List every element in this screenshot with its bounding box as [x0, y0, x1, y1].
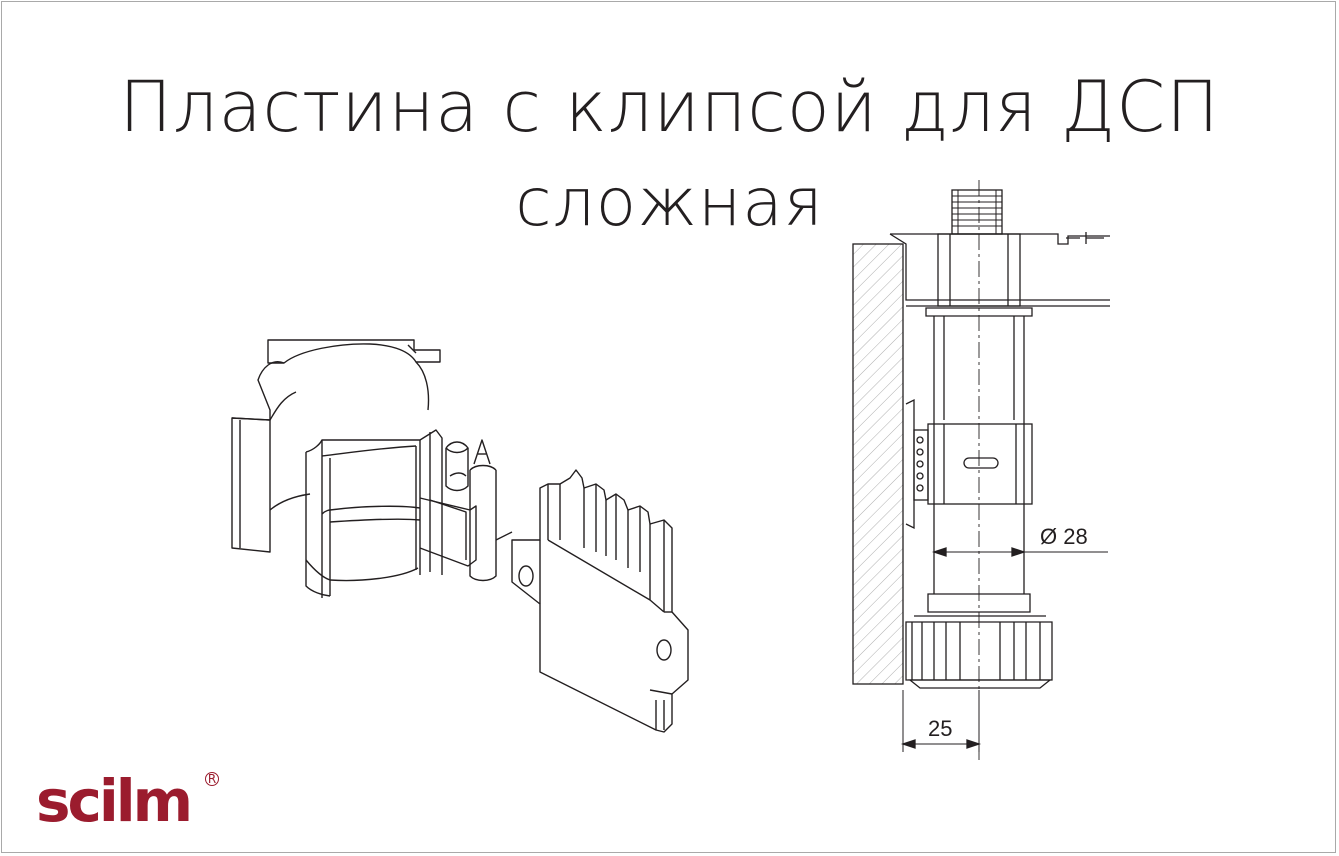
clip-isometric-view — [231, 339, 689, 733]
brand-logo: scilm — [36, 767, 193, 835]
title-line-1: Пластина с клипсой для ДСП — [119, 66, 1220, 148]
leg-section-view — [852, 180, 1110, 760]
dimension-diameter-label: Ø 28 — [1040, 524, 1088, 549]
dimension-offset-label: 25 — [928, 716, 952, 741]
title-line-2: сложная — [515, 164, 824, 241]
registered-mark: R — [205, 772, 219, 786]
